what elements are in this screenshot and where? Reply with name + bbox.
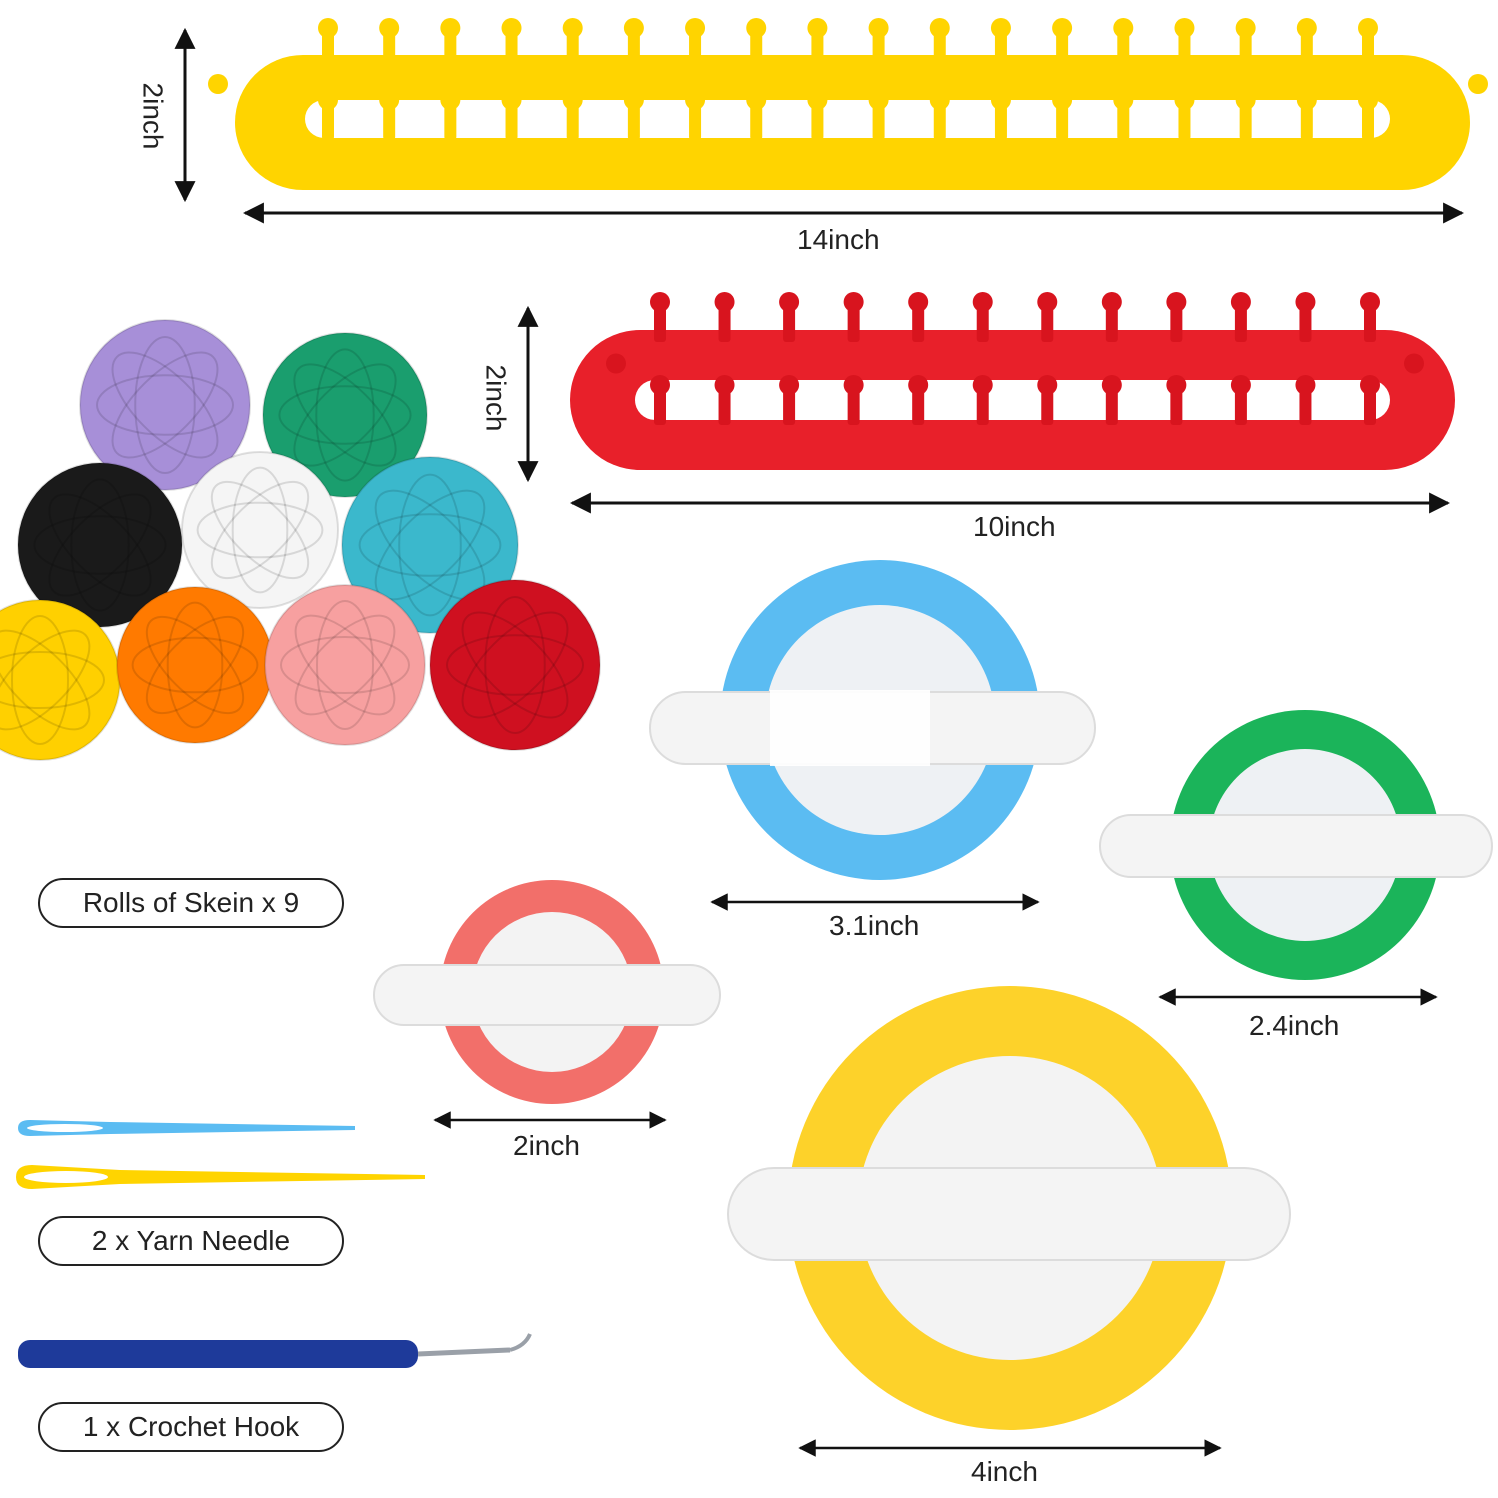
loom-peg (714, 292, 735, 342)
loom-peg (1113, 18, 1134, 68)
loom-end-peg (1404, 353, 1424, 374)
pompom-maker-blue (649, 560, 1096, 880)
loom-peg (972, 292, 993, 342)
loom-peg (1235, 18, 1256, 68)
loom-peg (1113, 90, 1134, 140)
loom-peg (929, 90, 950, 140)
yarn-ball (341, 456, 519, 634)
loom-peg (440, 90, 461, 140)
loom-peg (929, 18, 950, 68)
yarn-ball (181, 451, 339, 609)
loom-peg (1166, 292, 1187, 342)
loom-small-length-label: 10inch (973, 511, 1056, 542)
loom-small-height-label: 2inch (480, 364, 512, 432)
loom-peg (1360, 375, 1380, 425)
loom-peg (868, 18, 889, 68)
loom-peg (1358, 18, 1378, 68)
loom-peg (779, 375, 800, 425)
loom-end-peg (1468, 74, 1488, 94)
loom-peg (1230, 292, 1251, 342)
loom-peg (1174, 90, 1195, 140)
loom-peg (685, 90, 706, 140)
loom-peg (685, 18, 706, 68)
loom-peg (379, 18, 400, 68)
pompom-maker-pink (373, 880, 721, 1104)
loom-peg (1296, 90, 1317, 140)
loom-peg (1052, 18, 1073, 68)
pompom-yellow-label: 4inch (971, 1456, 1038, 1487)
loom-peg (650, 375, 670, 425)
pompom-blue-label: 3.1inch (829, 910, 920, 941)
loom-peg (501, 18, 522, 68)
loom-end-peg (606, 353, 626, 374)
large-yellow-loom (208, 18, 1488, 190)
yarn-ball (262, 332, 428, 498)
loom-peg (843, 292, 864, 342)
loom-peg (562, 90, 583, 140)
loom-peg (1174, 18, 1195, 68)
yarn-ball (264, 584, 426, 746)
loom-peg (807, 18, 828, 68)
loom-peg (908, 375, 929, 425)
yarn-needle-count-label: 2 x Yarn Needle (38, 1216, 344, 1266)
loom-peg (440, 18, 461, 68)
loom-peg (843, 375, 864, 425)
loom-peg (1358, 90, 1378, 140)
loom-peg (1052, 90, 1073, 140)
yarn-needle-blue (18, 1120, 355, 1136)
loom-peg (746, 90, 767, 140)
loom-end-peg (208, 74, 228, 94)
loom-peg (1295, 375, 1316, 425)
loom-peg (1101, 292, 1122, 342)
loom-peg (1235, 90, 1256, 140)
loom-peg (1037, 375, 1058, 425)
crochet-hook (18, 1333, 532, 1368)
loom-large-height-label: 2inch (137, 82, 169, 150)
yarn-ball (429, 579, 601, 751)
loom-peg (623, 90, 644, 140)
pompom-maker-yellow (727, 986, 1291, 1430)
loom-peg (972, 375, 993, 425)
yarn-ball (116, 586, 274, 744)
yarn-needle-yellow (16, 1165, 425, 1189)
loom-peg (746, 18, 767, 68)
small-red-loom (570, 292, 1455, 470)
crochet-hook-count-label: 1 x Crochet Hook (38, 1402, 344, 1452)
loom-peg (1296, 18, 1317, 68)
pompom-pink-label: 2inch (513, 1130, 580, 1161)
loom-peg (908, 292, 929, 342)
loom-peg (650, 292, 670, 342)
yarn-ball (0, 599, 121, 761)
yarn-ball (17, 462, 183, 628)
loom-peg (779, 292, 800, 342)
loom-peg (1166, 375, 1187, 425)
loom-peg (623, 18, 644, 68)
loom-peg (1230, 375, 1251, 425)
loom-peg (318, 90, 338, 140)
loom-peg (990, 18, 1011, 68)
pompom-green-label: 2.4inch (1249, 1010, 1340, 1041)
loom-peg (1295, 292, 1316, 342)
loom-peg (501, 90, 522, 140)
pompom-maker-green (1099, 710, 1493, 980)
loom-peg (807, 90, 828, 140)
loom-peg (318, 18, 338, 68)
loom-peg (379, 90, 400, 140)
loom-peg (1360, 292, 1380, 342)
yarn-ball (79, 319, 251, 491)
loom-peg (1037, 292, 1058, 342)
loom-peg (990, 90, 1011, 140)
loom-peg (562, 18, 583, 68)
loom-large-length-label: 14inch (797, 224, 880, 255)
loom-peg (714, 375, 735, 425)
skein-count-label: Rolls of Skein x 9 (38, 878, 344, 928)
loom-peg (1101, 375, 1122, 425)
yarn-balls (0, 319, 601, 761)
loom-peg (868, 90, 889, 140)
